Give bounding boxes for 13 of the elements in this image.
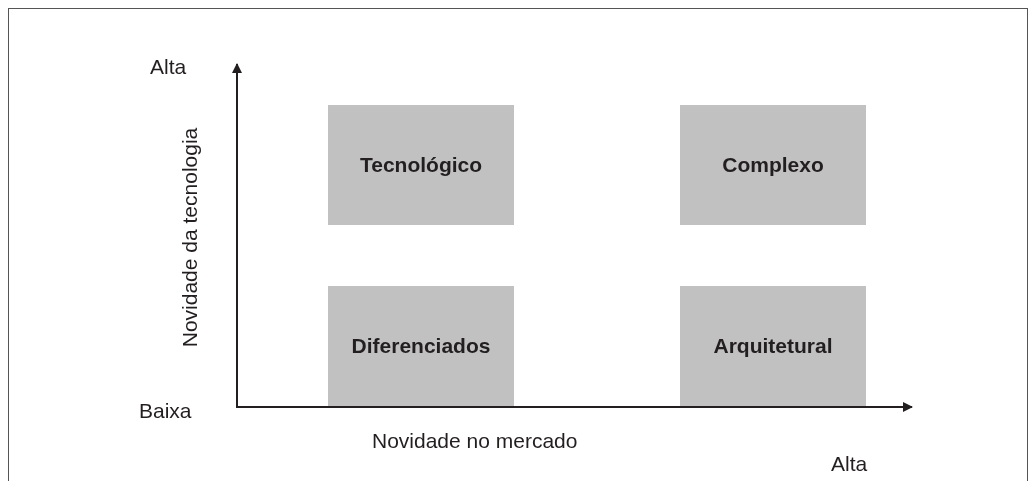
quadrant-box <box>328 286 514 406</box>
quadrant-box <box>680 286 866 406</box>
axis-label: Alta <box>150 56 187 77</box>
axis-title: Novidade no mercado <box>372 430 578 451</box>
quadrant-label: Complexo <box>722 151 824 178</box>
axis-title: Novidade da tecnologia <box>179 127 201 347</box>
quadrant-label: Diferenciados <box>351 332 491 359</box>
quadrant-box <box>328 105 514 225</box>
axis-label: Baixa <box>139 400 192 421</box>
axis-label: Alta <box>831 453 868 474</box>
quadrant-box <box>680 105 866 225</box>
quadrant-label: Arquitetural <box>713 332 833 359</box>
quadrant-label: Tecnológico <box>359 151 483 178</box>
